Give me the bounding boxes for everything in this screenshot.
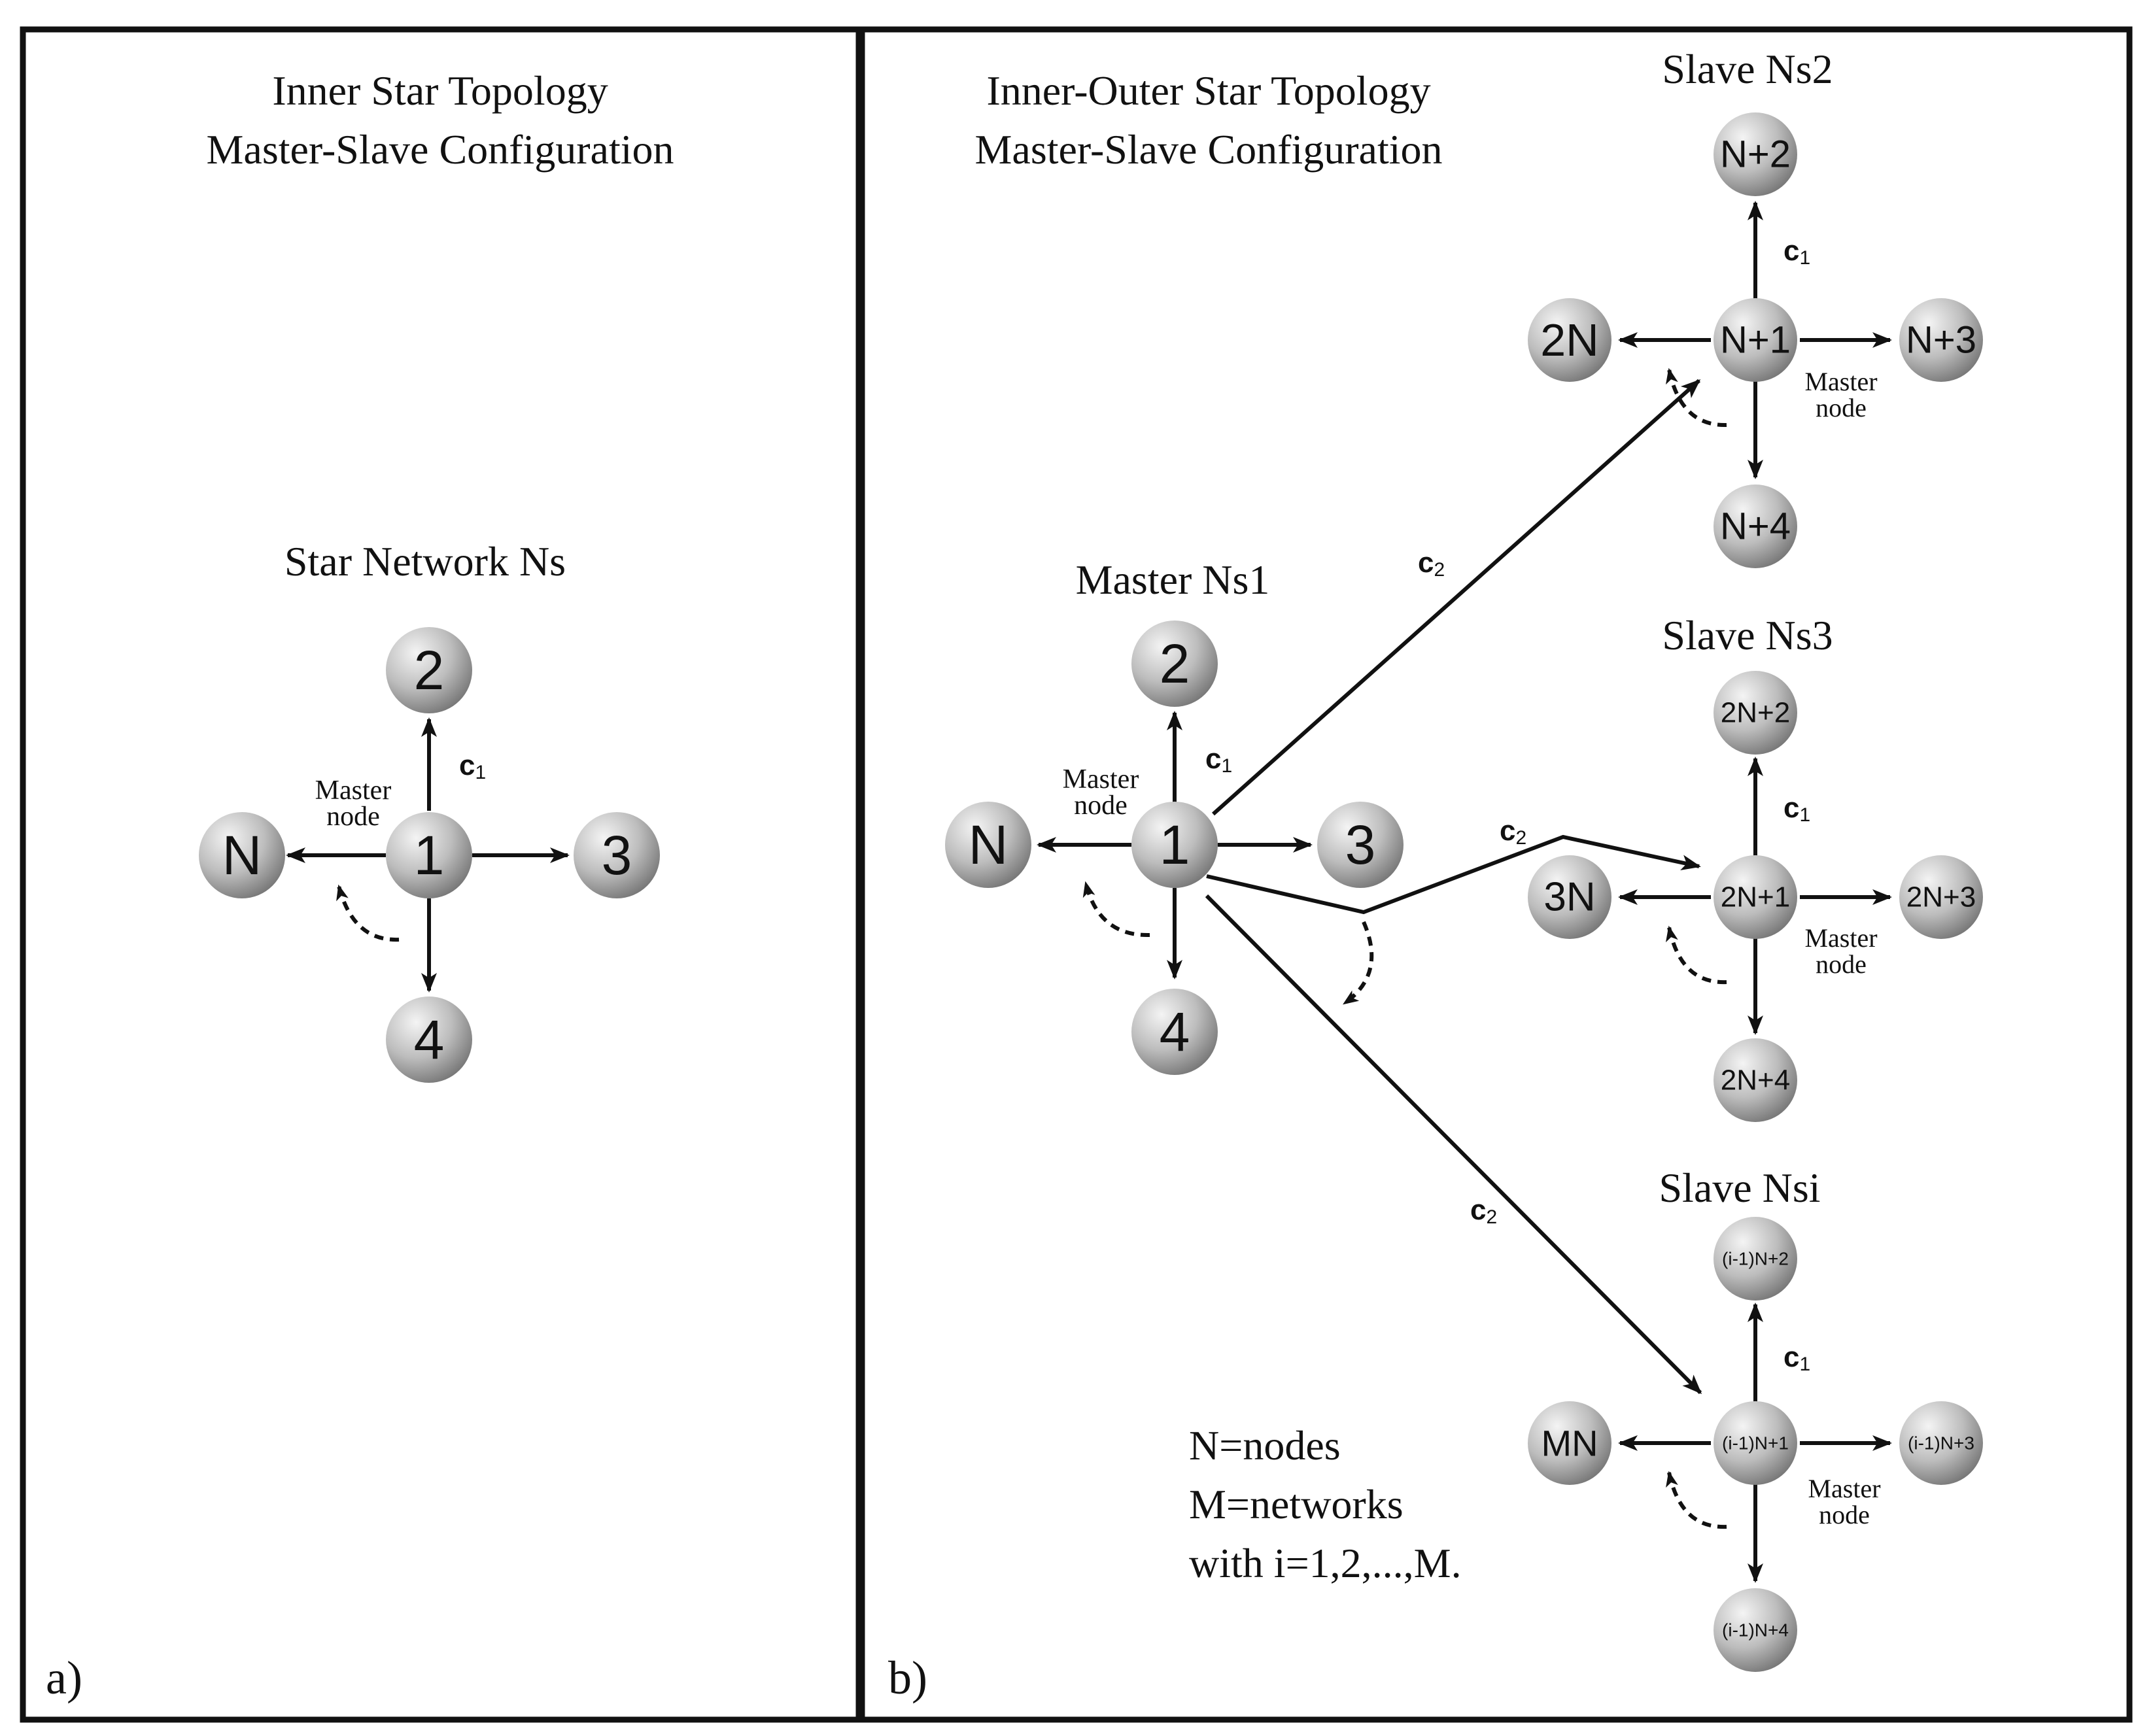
ns3-node-left: [1528, 855, 1611, 939]
master-node-left-label: N: [969, 814, 1008, 876]
c2-label-ns3: c2: [1500, 815, 1526, 849]
ns2-node-left: [1528, 298, 1611, 382]
master-node-right: 3: [1317, 802, 1404, 888]
outer-edge-to-nsi: [1205, 894, 1702, 1395]
ns3-node-bottom-label: 2N+4: [1721, 1064, 1790, 1097]
master-node-label-line1: Master: [315, 775, 392, 806]
ns2-node-right-label: N+3: [1906, 319, 1976, 362]
nsi-node-bottom-label: (i-1)N+4: [1722, 1620, 1789, 1641]
nsi-node-bottom: [1714, 1588, 1797, 1672]
ns2-node-top-label: N+2: [1720, 133, 1791, 176]
ns2-master-label-line2: node: [1816, 393, 1867, 422]
ns3-node-center-label: 2N+1: [1721, 881, 1790, 913]
master-node-label-line2: node: [326, 802, 380, 832]
panel-a-tag: a): [46, 1652, 82, 1704]
panel-a-title-line1: Inner Star Topology: [272, 67, 608, 114]
panel-b-title-line1: Inner-Outer Star Topology: [986, 67, 1430, 114]
legend-line-3: with i=1,2,...,M.: [1189, 1540, 1462, 1586]
panel-b-tag: b): [888, 1652, 927, 1704]
node-a-top: 2: [386, 627, 472, 713]
node-a-left-label: N: [222, 825, 262, 886]
slave-ns3: Slave Ns3 2N+1 2N+2 2N+3 2N+4 3N Master …: [1528, 612, 1983, 1122]
master-ns1-master-label-line1: Master: [1063, 764, 1139, 794]
master-node-top: 2: [1131, 621, 1218, 707]
coupling-c1-label: c1: [459, 749, 486, 783]
ns3-master-label-line1: Master: [1804, 923, 1877, 953]
slave-ns2: Slave Ns2 N+1 N+2 N+3 N+4 2N Master node…: [1528, 46, 1983, 568]
ns3-node-top: [1714, 671, 1797, 755]
node-a-center-label: 1: [414, 825, 445, 886]
ns2-c1-label: c1: [1783, 235, 1810, 269]
ns2-node-right: [1899, 298, 1983, 382]
master-node-bottom-label: 4: [1160, 1001, 1190, 1063]
node-a-right-label: 3: [602, 825, 632, 886]
slave-ns3-title: Slave Ns3: [1662, 612, 1833, 658]
ns2-node-center: [1714, 298, 1797, 382]
ns2-node-left-label: 2N: [1540, 315, 1598, 366]
outer-edge-to-ns2: [1212, 379, 1701, 816]
node-a-left: N: [199, 812, 285, 898]
ns3-node-left-label: 3N: [1543, 875, 1595, 920]
node-a-right: 3: [574, 812, 660, 898]
panel-b-frame: [859, 26, 2133, 1723]
master-node-center: 1: [1131, 802, 1218, 888]
panel-a-title-line2: Master-Slave Configuration: [207, 126, 674, 173]
self-loop-arrow: [336, 884, 400, 942]
panel-a-frame: [20, 26, 862, 1723]
panel-a: Inner Star Topology Master-Slave Configu…: [46, 67, 674, 1704]
star-network-title: Star Network Ns: [284, 538, 566, 585]
nsi-node-left-label: MN: [1541, 1423, 1598, 1464]
master-node-center-label: 1: [1160, 814, 1190, 876]
master-self-loop-arrow: [1082, 881, 1150, 938]
ns3-node-center: [1714, 855, 1797, 939]
node-a-bottom: 4: [386, 996, 472, 1083]
master-network-title: Master Ns1: [1076, 556, 1270, 603]
nsi-node-left: [1528, 1401, 1611, 1485]
panel-b-title-line2: Master-Slave Configuration: [975, 126, 1443, 173]
ns2-master-label-line1: Master: [1804, 367, 1877, 396]
ns3-c1-label: c1: [1783, 792, 1810, 826]
ns3-node-bottom: [1714, 1038, 1797, 1122]
nsi-node-right-label: (i-1)N+3: [1908, 1433, 1974, 1454]
outer-loop-arrow: [1343, 921, 1374, 1006]
ns3-self-loop-arrow: [1665, 925, 1727, 985]
ns2-node-top: [1714, 112, 1797, 196]
ns2-node-bottom: [1714, 485, 1797, 568]
slave-nsi-title: Slave Nsi: [1659, 1165, 1820, 1211]
ns3-node-right: [1899, 855, 1983, 939]
slave-nsi: Slave Nsi (i-1)N+1 (i-1)N+2 (i-1)N+3 (i-…: [1528, 1165, 1983, 1672]
ns3-node-right-label: 2N+3: [1906, 881, 1976, 913]
node-a-center: 1: [386, 812, 472, 898]
master-c1-label: c1: [1205, 743, 1232, 777]
master-node-right-label: 3: [1345, 814, 1376, 876]
slave-ns2-title: Slave Ns2: [1662, 46, 1833, 92]
nsi-node-top: [1714, 1217, 1797, 1301]
nsi-c1-label: c1: [1783, 1341, 1810, 1375]
ns3-node-top-label: 2N+2: [1721, 697, 1790, 729]
c2-label-ns2: c2: [1418, 547, 1445, 581]
nsi-master-label-line1: Master: [1808, 1474, 1880, 1503]
ns2-node-center-label: N+1: [1720, 319, 1791, 362]
nsi-node-top-label: (i-1)N+2: [1722, 1249, 1789, 1269]
master-node-bottom: 4: [1131, 989, 1218, 1075]
master-node-left: N: [945, 802, 1031, 888]
nsi-node-center: [1714, 1401, 1797, 1485]
node-a-bottom-label: 4: [414, 1009, 445, 1070]
nsi-self-loop-arrow: [1666, 1471, 1727, 1529]
nsi-node-right: [1899, 1401, 1983, 1485]
legend-line-2: M=networks: [1189, 1481, 1404, 1527]
outer-edge-to-ns3: [1206, 834, 1701, 915]
master-node-top-label: 2: [1160, 633, 1190, 694]
ns3-master-label-line2: node: [1816, 949, 1867, 979]
nsi-node-center-label: (i-1)N+1: [1722, 1433, 1789, 1454]
node-a-top-label: 2: [414, 639, 445, 701]
nsi-master-label-line2: node: [1819, 1500, 1870, 1529]
legend-line-1: N=nodes: [1189, 1422, 1341, 1469]
ns2-node-bottom-label: N+4: [1720, 505, 1791, 548]
panel-b: Inner-Outer Star Topology Master-Slave C…: [888, 46, 1983, 1704]
master-ns1-master-label-line2: node: [1074, 791, 1128, 821]
c2-label-nsi: c2: [1470, 1194, 1497, 1228]
